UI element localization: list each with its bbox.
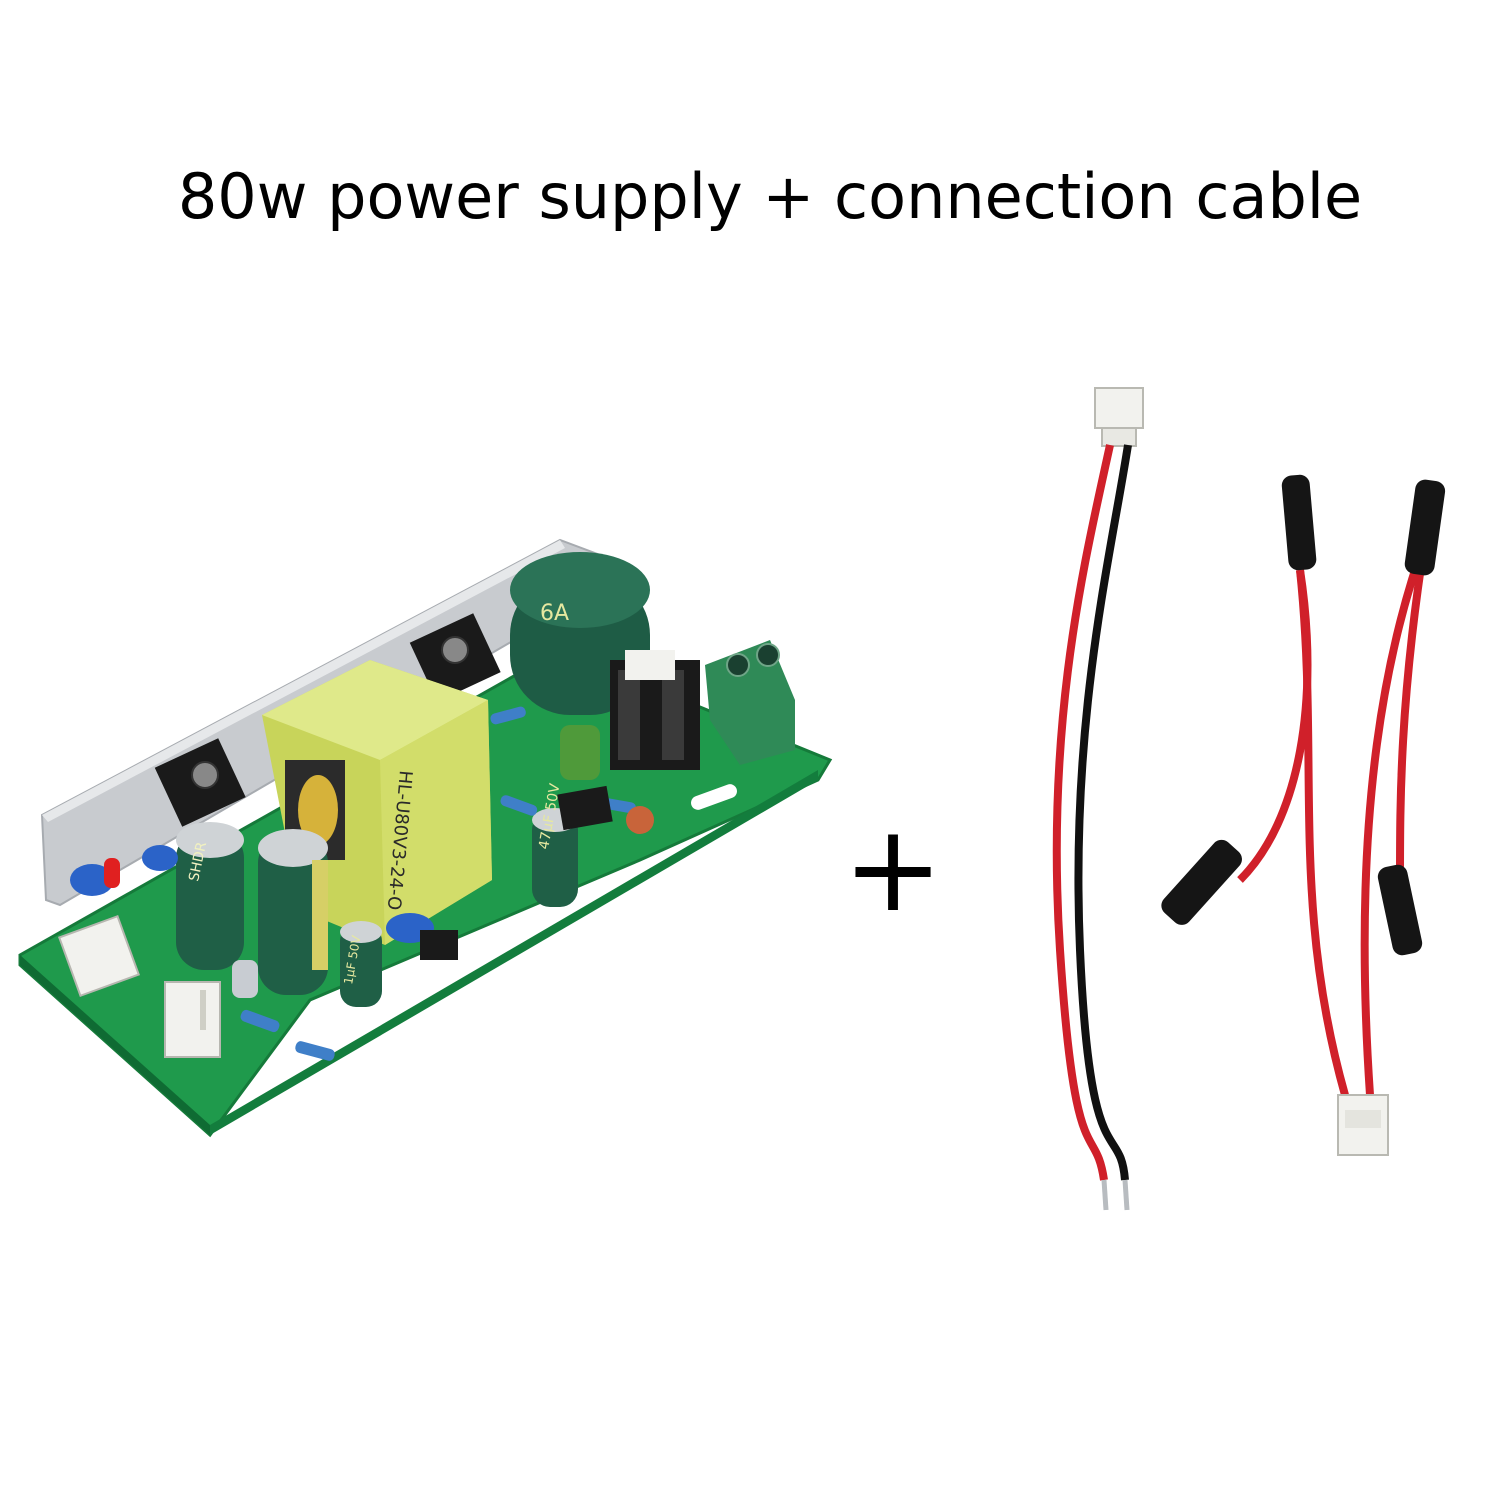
spade-terminal-2 [1404, 479, 1446, 576]
led [104, 858, 120, 888]
ic-chip-2 [420, 930, 458, 960]
tiny-capacitor: 1μF 50V [340, 921, 382, 1007]
jst-connector-1 [57, 914, 141, 998]
film-capacitor [560, 725, 600, 780]
spade-terminal-3 [1161, 839, 1242, 925]
y-capacitor-1 [70, 864, 114, 896]
cable-y-splitter [1161, 474, 1446, 1156]
filter-capacitor-2 [258, 829, 328, 995]
cap-large-label: 6A [540, 601, 569, 626]
cable-jst-red-black [1052, 387, 1144, 1211]
jst-connector-2 [164, 981, 221, 1058]
jst-plug-top [1094, 387, 1144, 429]
spade-terminal-4 [1377, 864, 1423, 956]
terminal-block [705, 640, 795, 765]
y-capacitor-2 [142, 845, 178, 871]
filter-capacitor-1 [176, 822, 244, 970]
ceramic-capacitor [626, 806, 654, 834]
power-supply-board: HL-U80V3-24-O 6A [18, 538, 833, 1138]
spade-terminal-1 [1281, 474, 1317, 571]
large-capacitor: 6A [510, 552, 650, 715]
plus-sign: + [842, 800, 944, 939]
page-title: 80w power supply + connection cable [177, 160, 1363, 233]
ic-chip-1 [557, 785, 613, 831]
